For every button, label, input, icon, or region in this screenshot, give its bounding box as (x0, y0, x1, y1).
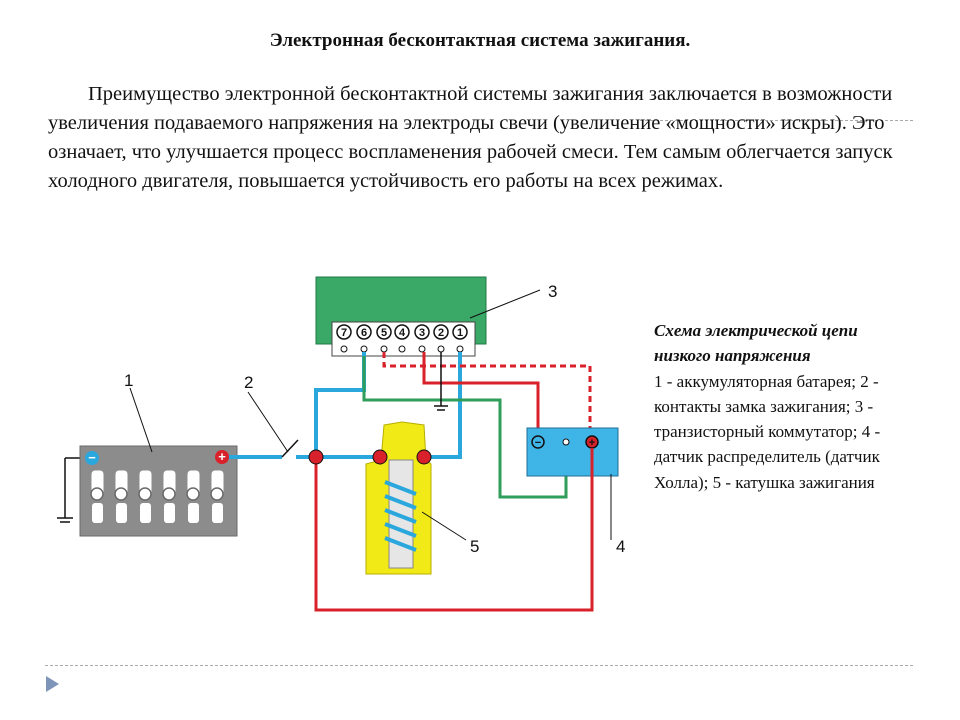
label-1: 1 (124, 371, 133, 390)
top-divider (640, 120, 913, 121)
module-terminal-circle (376, 324, 392, 340)
module-terminal-label: 3 (419, 327, 425, 339)
caption-body: 1 - аккумуляторная батарея; 2 - контакты… (654, 371, 881, 492)
label-5: 5 (470, 537, 479, 556)
wire-green-sensor (362, 356, 568, 499)
caption-title: Схема электрической цепи низкого напряже… (654, 321, 858, 366)
module-terminal-label: 6 (361, 327, 367, 339)
intro-paragraph: Преимущество электронной бесконтактной с… (48, 83, 893, 192)
wire-switch-module (314, 352, 366, 457)
module-terminal-pin (360, 345, 368, 353)
leader-lines (129, 289, 612, 541)
module-terminal-label: 1 (457, 327, 463, 339)
page-title: Электронная бесконтактная система зажига… (269, 30, 691, 51)
module-terminal-circle (336, 324, 352, 340)
hall-sensor: − + (526, 427, 619, 477)
module-terminal-pin (456, 345, 464, 353)
diagram-caption: Схема электрической цепи низкого напряже… (654, 318, 894, 495)
module-terminal-circle (356, 324, 372, 340)
transistor-module (315, 276, 487, 357)
wire-coil-module (424, 352, 462, 459)
module-terminal-label: 5 (381, 327, 387, 339)
bottom-divider (45, 665, 913, 666)
battery: − + (79, 445, 238, 537)
module-terminal-circle (452, 324, 468, 340)
label-4: 4 (616, 537, 625, 556)
coil-terminal-left (372, 449, 388, 465)
battery-plus-sign: + (218, 449, 226, 464)
label-2: 2 (244, 373, 253, 392)
sensor-plus-sign: + (589, 437, 595, 449)
ground-symbol (57, 458, 73, 523)
junction-node (308, 449, 324, 465)
module-terminal-circle (414, 324, 430, 340)
module-terminal-pin (398, 345, 406, 353)
module-terminal-circle (394, 324, 410, 340)
battery-plus-terminal (215, 450, 229, 464)
module-terminal-pin (437, 345, 445, 353)
module-terminal-label: 7 (341, 327, 347, 339)
module-terminal-pin (418, 345, 426, 353)
module-terminal-pin (380, 345, 388, 353)
battery-minus-terminal (85, 451, 99, 465)
coil-terminal-right (416, 449, 432, 465)
module-terminal-label: 2 (438, 327, 444, 339)
next-slide-arrow-icon[interactable] (46, 676, 59, 692)
module-ground (434, 352, 448, 411)
sensor-minus-sign: − (535, 437, 541, 449)
module-terminal-pin (340, 345, 348, 353)
label-3: 3 (548, 282, 557, 301)
module-terminal-circle (433, 324, 449, 340)
wire-red-loop (314, 448, 594, 612)
module-terminal-label: 4 (399, 327, 406, 339)
wire-red-dashed (382, 352, 592, 430)
ignition-coil (365, 421, 432, 575)
battery-minus-sign: − (88, 450, 96, 465)
